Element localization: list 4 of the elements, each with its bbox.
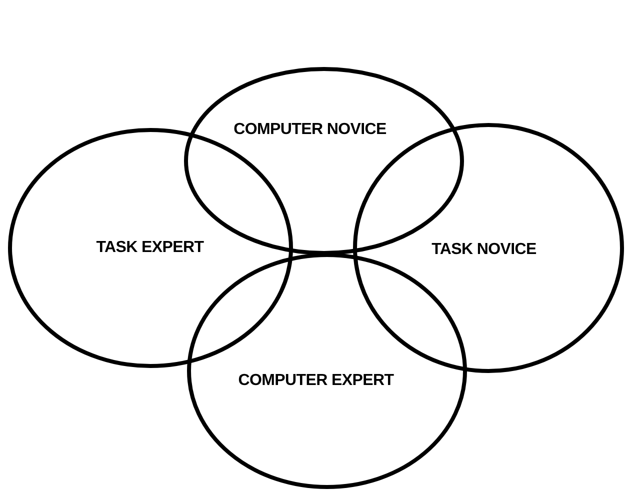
set-label: COMPUTER NOVICE — [234, 121, 386, 139]
set-label: TASK EXPERT — [96, 239, 204, 257]
set-label: COMPUTER EXPERT — [238, 372, 394, 390]
set-label: TASK NOVICE — [432, 241, 536, 259]
